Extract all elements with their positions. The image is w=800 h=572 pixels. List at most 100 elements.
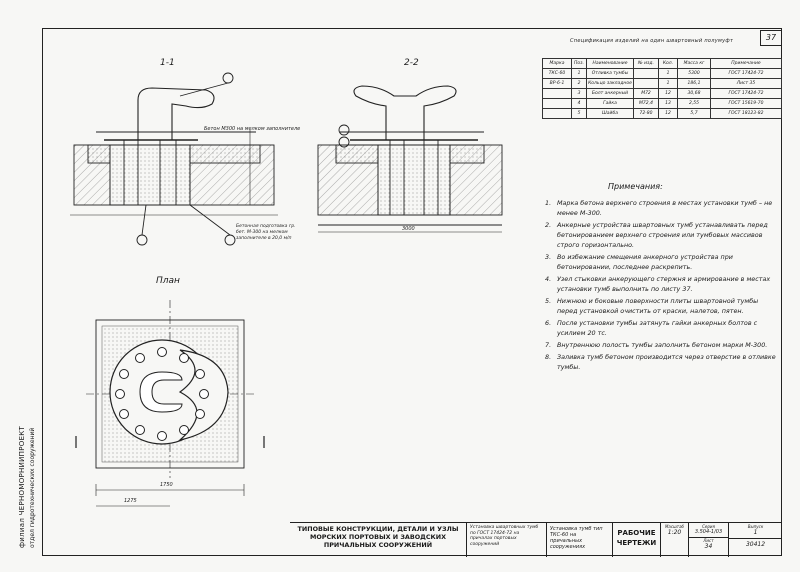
dim-3000: 3000 [402, 226, 415, 232]
spec-cell: 12 [658, 88, 678, 99]
note-item: 3. Во избежание смещения анкерного устрой… [545, 252, 777, 272]
note-item: 7.Внутреннюю полость тумбы заполнить бет… [545, 340, 777, 350]
spec-cell: 1 [571, 68, 587, 79]
spec-cell: 186,1 [677, 78, 711, 89]
section-1-1 [70, 72, 278, 246]
note-text: Во избежание смещения анкерного устройст… [557, 253, 733, 271]
note-number: 4. [545, 275, 552, 283]
spec-cell: 72-80 [633, 108, 659, 119]
spec-header-cell: Поз. [571, 58, 587, 69]
section-2-2-label: 2-2 [404, 58, 419, 68]
spec-header-cell: Марка [542, 58, 572, 69]
section-1-1-label: 1-1 [160, 58, 175, 68]
spec-cell: 1 [658, 68, 678, 79]
bollard-2 [353, 85, 457, 141]
note-text: Заливка тумб бетоном производится через … [557, 353, 776, 371]
spec-cell: 5 [571, 108, 587, 119]
spec-header-cell: Примечание [710, 58, 782, 69]
sheet-value: 34 [704, 543, 713, 550]
spec-header-cell: Масса кг [677, 58, 711, 69]
note-number: 2. [545, 221, 552, 229]
bollard-1 [137, 87, 215, 141]
spec-cell [633, 78, 659, 89]
concrete-callout: Бетон М300 на мелком заполнителе [204, 126, 301, 132]
spec-cell: М72 [633, 88, 659, 99]
spec-cell: ГОСТ 15619-70 [710, 98, 782, 109]
spec-cell: ГОСТ 18123-82 [710, 108, 782, 119]
drawing-code: 30412 [729, 538, 782, 548]
spec-cell: Шайба [586, 108, 634, 119]
stage: РАБОЧИЕ ЧЕРТЕЖИ [612, 523, 660, 557]
series-value: 3.504-1/03 [694, 529, 723, 535]
series-cell: Серия 3.504-1/03 Лист 34 [688, 523, 728, 557]
note-text: После установки тумбы затянуть гайки анк… [557, 319, 758, 337]
spec-cell: 3 [571, 88, 587, 99]
series-label: Серия [702, 524, 715, 529]
note-item: 5.Нижнюю и боковые поверхности плиты шва… [545, 296, 777, 316]
spec-cell: 5,7 [677, 108, 711, 119]
spec-cell: Лист 35 [710, 78, 782, 89]
spec-cell: Болт анкерный [586, 88, 634, 99]
issue-label: Выпуск [747, 524, 764, 529]
spec-cell: ГОСТ 17424-72 [710, 88, 782, 99]
spec-cell [542, 108, 572, 119]
spec-header-cell: Наименование [586, 58, 634, 69]
spec-header-cell: Кол. [658, 58, 678, 69]
spec-cell: Кольцо закладное [586, 78, 634, 89]
note-number: 1. [545, 199, 552, 207]
subtitle: Установка швартовных тумб по ГОСТ 17424-… [466, 523, 546, 557]
note-number: 8. [545, 353, 552, 361]
scale-label: Масштаб [664, 524, 684, 529]
issue-value: 1 [753, 529, 758, 536]
spec-cell [542, 98, 572, 109]
note-item: 1. Марка бетона верхнего строения в места… [545, 198, 777, 218]
note-text: Анкерные устройства швартовных тумб уста… [557, 221, 768, 249]
sheet-number-box: 37 [760, 30, 782, 46]
spec-cell: 4 [571, 98, 587, 109]
org-department: отдел гидротехнических сооружений [29, 427, 36, 548]
scale-cell: Масштаб 1:20 [660, 523, 688, 557]
spec-cell: 5300 [677, 68, 711, 79]
spec-cell: М72,4 [633, 98, 659, 109]
series-title: ТИПОВЫЕ КОНСТРУКЦИИ, ДЕТАЛИ И УЗЛЫ МОРСК… [297, 525, 459, 549]
spec-header-row: Марка Поз. Наименование № изд. Кол. Масс… [542, 58, 782, 69]
spec-cell: ГОСТ 17424-72 [710, 68, 782, 79]
spec-cell: 30,68 [677, 88, 711, 99]
issue-cell: Выпуск 1 30412 [728, 523, 782, 557]
spec-cell: Отливка тумбы [586, 68, 634, 79]
notes-list: 1. Марка бетона верхнего строения в места… [545, 198, 777, 374]
plan-view [75, 300, 265, 507]
note-text: Внутреннюю полость тумбы заполнить бетон… [557, 341, 768, 349]
sheet-label: Лист [689, 537, 728, 543]
drawing-title: Установка тумб тип ТКС-60 на причальных … [546, 523, 612, 557]
section-2-2 [317, 85, 503, 226]
scale-value: 1:20 [667, 529, 682, 536]
plan-label: План [156, 276, 180, 286]
spec-cell [542, 88, 572, 99]
org-name: филиал ЧЕРНОМОРНИИПРОЕКТ [18, 425, 26, 548]
spec-cell: 1 [658, 78, 678, 89]
spec-title: Спецификация изделий на один швартовный … [570, 38, 734, 44]
note-text: Узел стыковки анкерующего стержня и арми… [557, 275, 771, 293]
spec-header-cell: № изд. [633, 58, 659, 69]
spec-cell: ТКС-60 [542, 68, 572, 79]
spec-cell [633, 68, 659, 79]
spec-cell: 2,55 [677, 98, 711, 109]
note-item: 4. Узел стыковки анкерующего стержня и ар… [545, 274, 777, 294]
dim-1275: 1275 [124, 498, 137, 504]
note-text: Марка бетона верхнего строения в местах … [557, 199, 773, 217]
note-item: 2. Анкерные устройства швартовных тумб ус… [545, 220, 777, 250]
notes-title: Примечания: [608, 182, 663, 191]
spec-table: Марка Поз. Наименование № изд. Кол. Масс… [542, 58, 782, 119]
title-block: ТИПОВЫЕ КОНСТРУКЦИИ, ДЕТАЛИ И УЗЛЫ МОРСК… [290, 522, 782, 557]
note-number: 3. [545, 253, 552, 261]
note-item: 6.После установки тумбы затянуть гайки а… [545, 318, 777, 338]
note-text: Нижнюю и боковые поверхности плиты шварт… [557, 297, 759, 315]
prep-callout: Бетонная подготовка гр. бет. М-300 на ме… [236, 224, 296, 241]
